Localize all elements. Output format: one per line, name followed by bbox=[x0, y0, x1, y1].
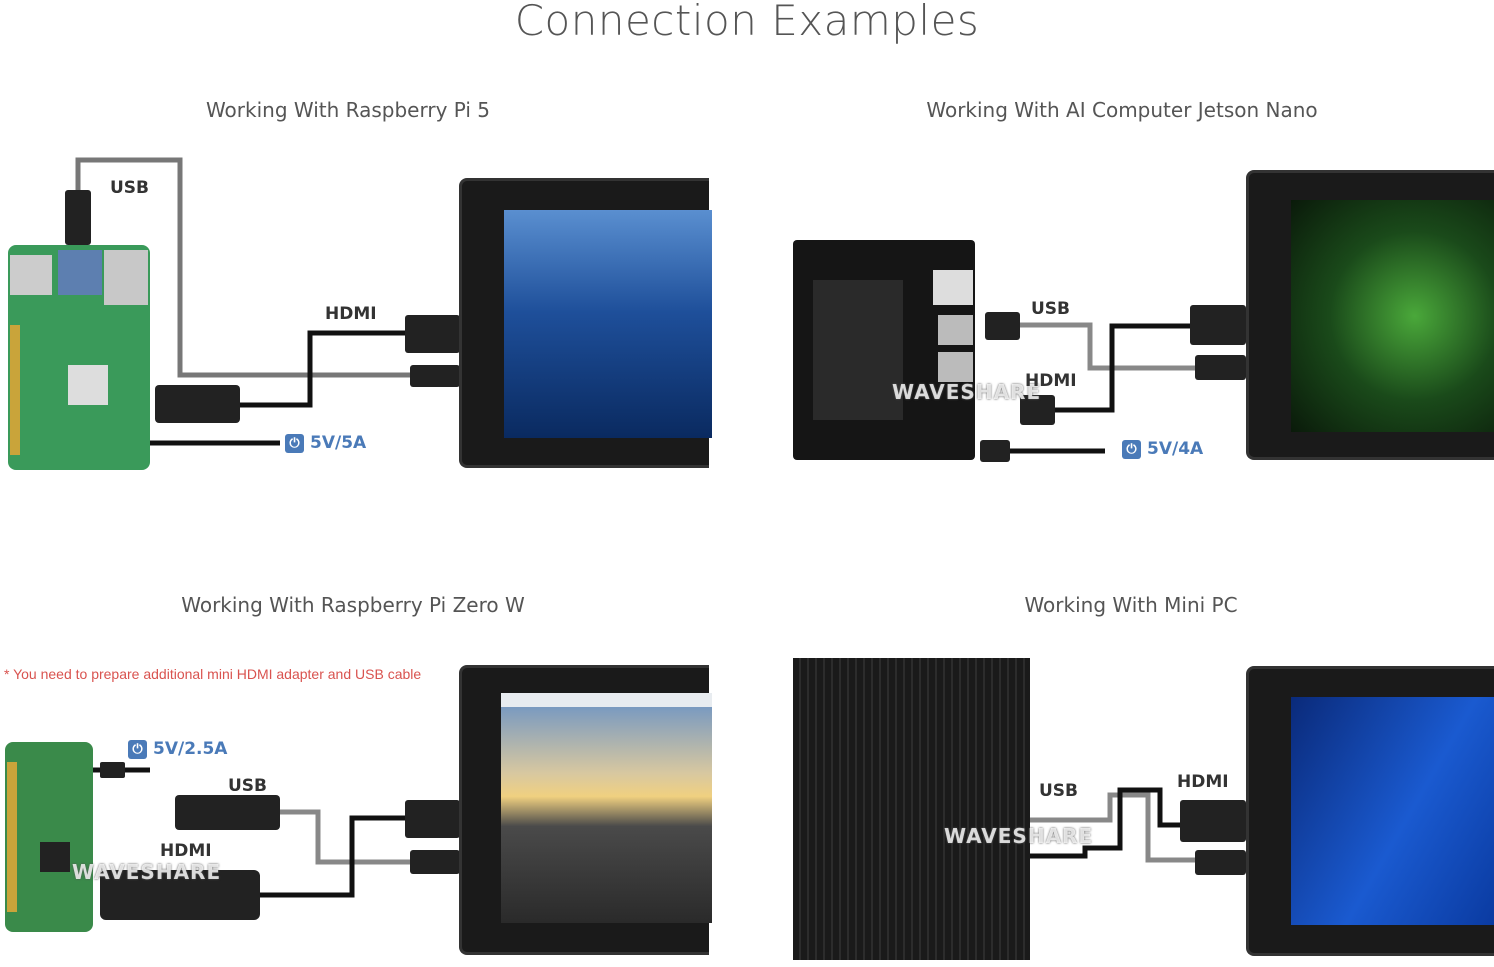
power-icon: ⏻ bbox=[128, 739, 147, 759]
watermark: WAVESHARE bbox=[892, 380, 1042, 404]
power-label: ⏻5V/4A bbox=[1122, 439, 1203, 459]
monitor bbox=[1246, 666, 1494, 956]
usb-label: USB bbox=[1039, 781, 1079, 801]
raspberry-pi-zero-board bbox=[5, 742, 93, 932]
power-label: ⏻5V/5A bbox=[285, 433, 366, 453]
panel-title-jetson: Working With AI Computer Jetson Nano bbox=[926, 98, 1318, 122]
note-text: * You need to prepare additional mini HD… bbox=[4, 666, 422, 682]
hdmi-label: HDMI bbox=[325, 304, 377, 324]
hdmi-label: HDMI bbox=[1025, 371, 1077, 391]
hdmi-label: HDMI bbox=[1177, 772, 1229, 792]
usb-label: USB bbox=[1031, 299, 1071, 319]
panel-title-minipc: Working With Mini PC bbox=[1024, 593, 1238, 617]
page-title: Connection Examples bbox=[514, 0, 980, 45]
power-icon: ⏻ bbox=[1122, 439, 1141, 459]
hdmi-label: HDMI bbox=[160, 841, 212, 861]
panel-title-pizero: Working With Raspberry Pi Zero W bbox=[181, 593, 525, 617]
monitor bbox=[1246, 170, 1494, 460]
screen-ubuntu-desktop bbox=[1291, 200, 1494, 432]
power-label: ⏻5V/2.5A bbox=[128, 739, 227, 759]
mini-pc bbox=[793, 658, 1030, 960]
watermark: WAVESHARE bbox=[72, 860, 222, 884]
hdmi-adapter bbox=[155, 385, 240, 423]
screen-raspberry-desktop bbox=[501, 693, 712, 923]
usb-plug bbox=[65, 190, 91, 245]
usb-label: USB bbox=[110, 178, 150, 198]
screen-windows-desktop bbox=[1291, 697, 1494, 925]
hdmi-plug bbox=[405, 315, 460, 353]
watermark: WAVESHARE bbox=[944, 824, 1094, 848]
usb-label: USB bbox=[228, 776, 268, 796]
raspberry-pi-5-board bbox=[8, 245, 150, 470]
monitor bbox=[459, 665, 712, 955]
screen-raspberry-desktop bbox=[504, 210, 712, 438]
panel-title-pi5: Working With Raspberry Pi 5 bbox=[205, 98, 491, 122]
jetson-nano-board bbox=[793, 240, 975, 460]
monitor bbox=[459, 178, 712, 468]
power-icon: ⏻ bbox=[285, 433, 304, 453]
